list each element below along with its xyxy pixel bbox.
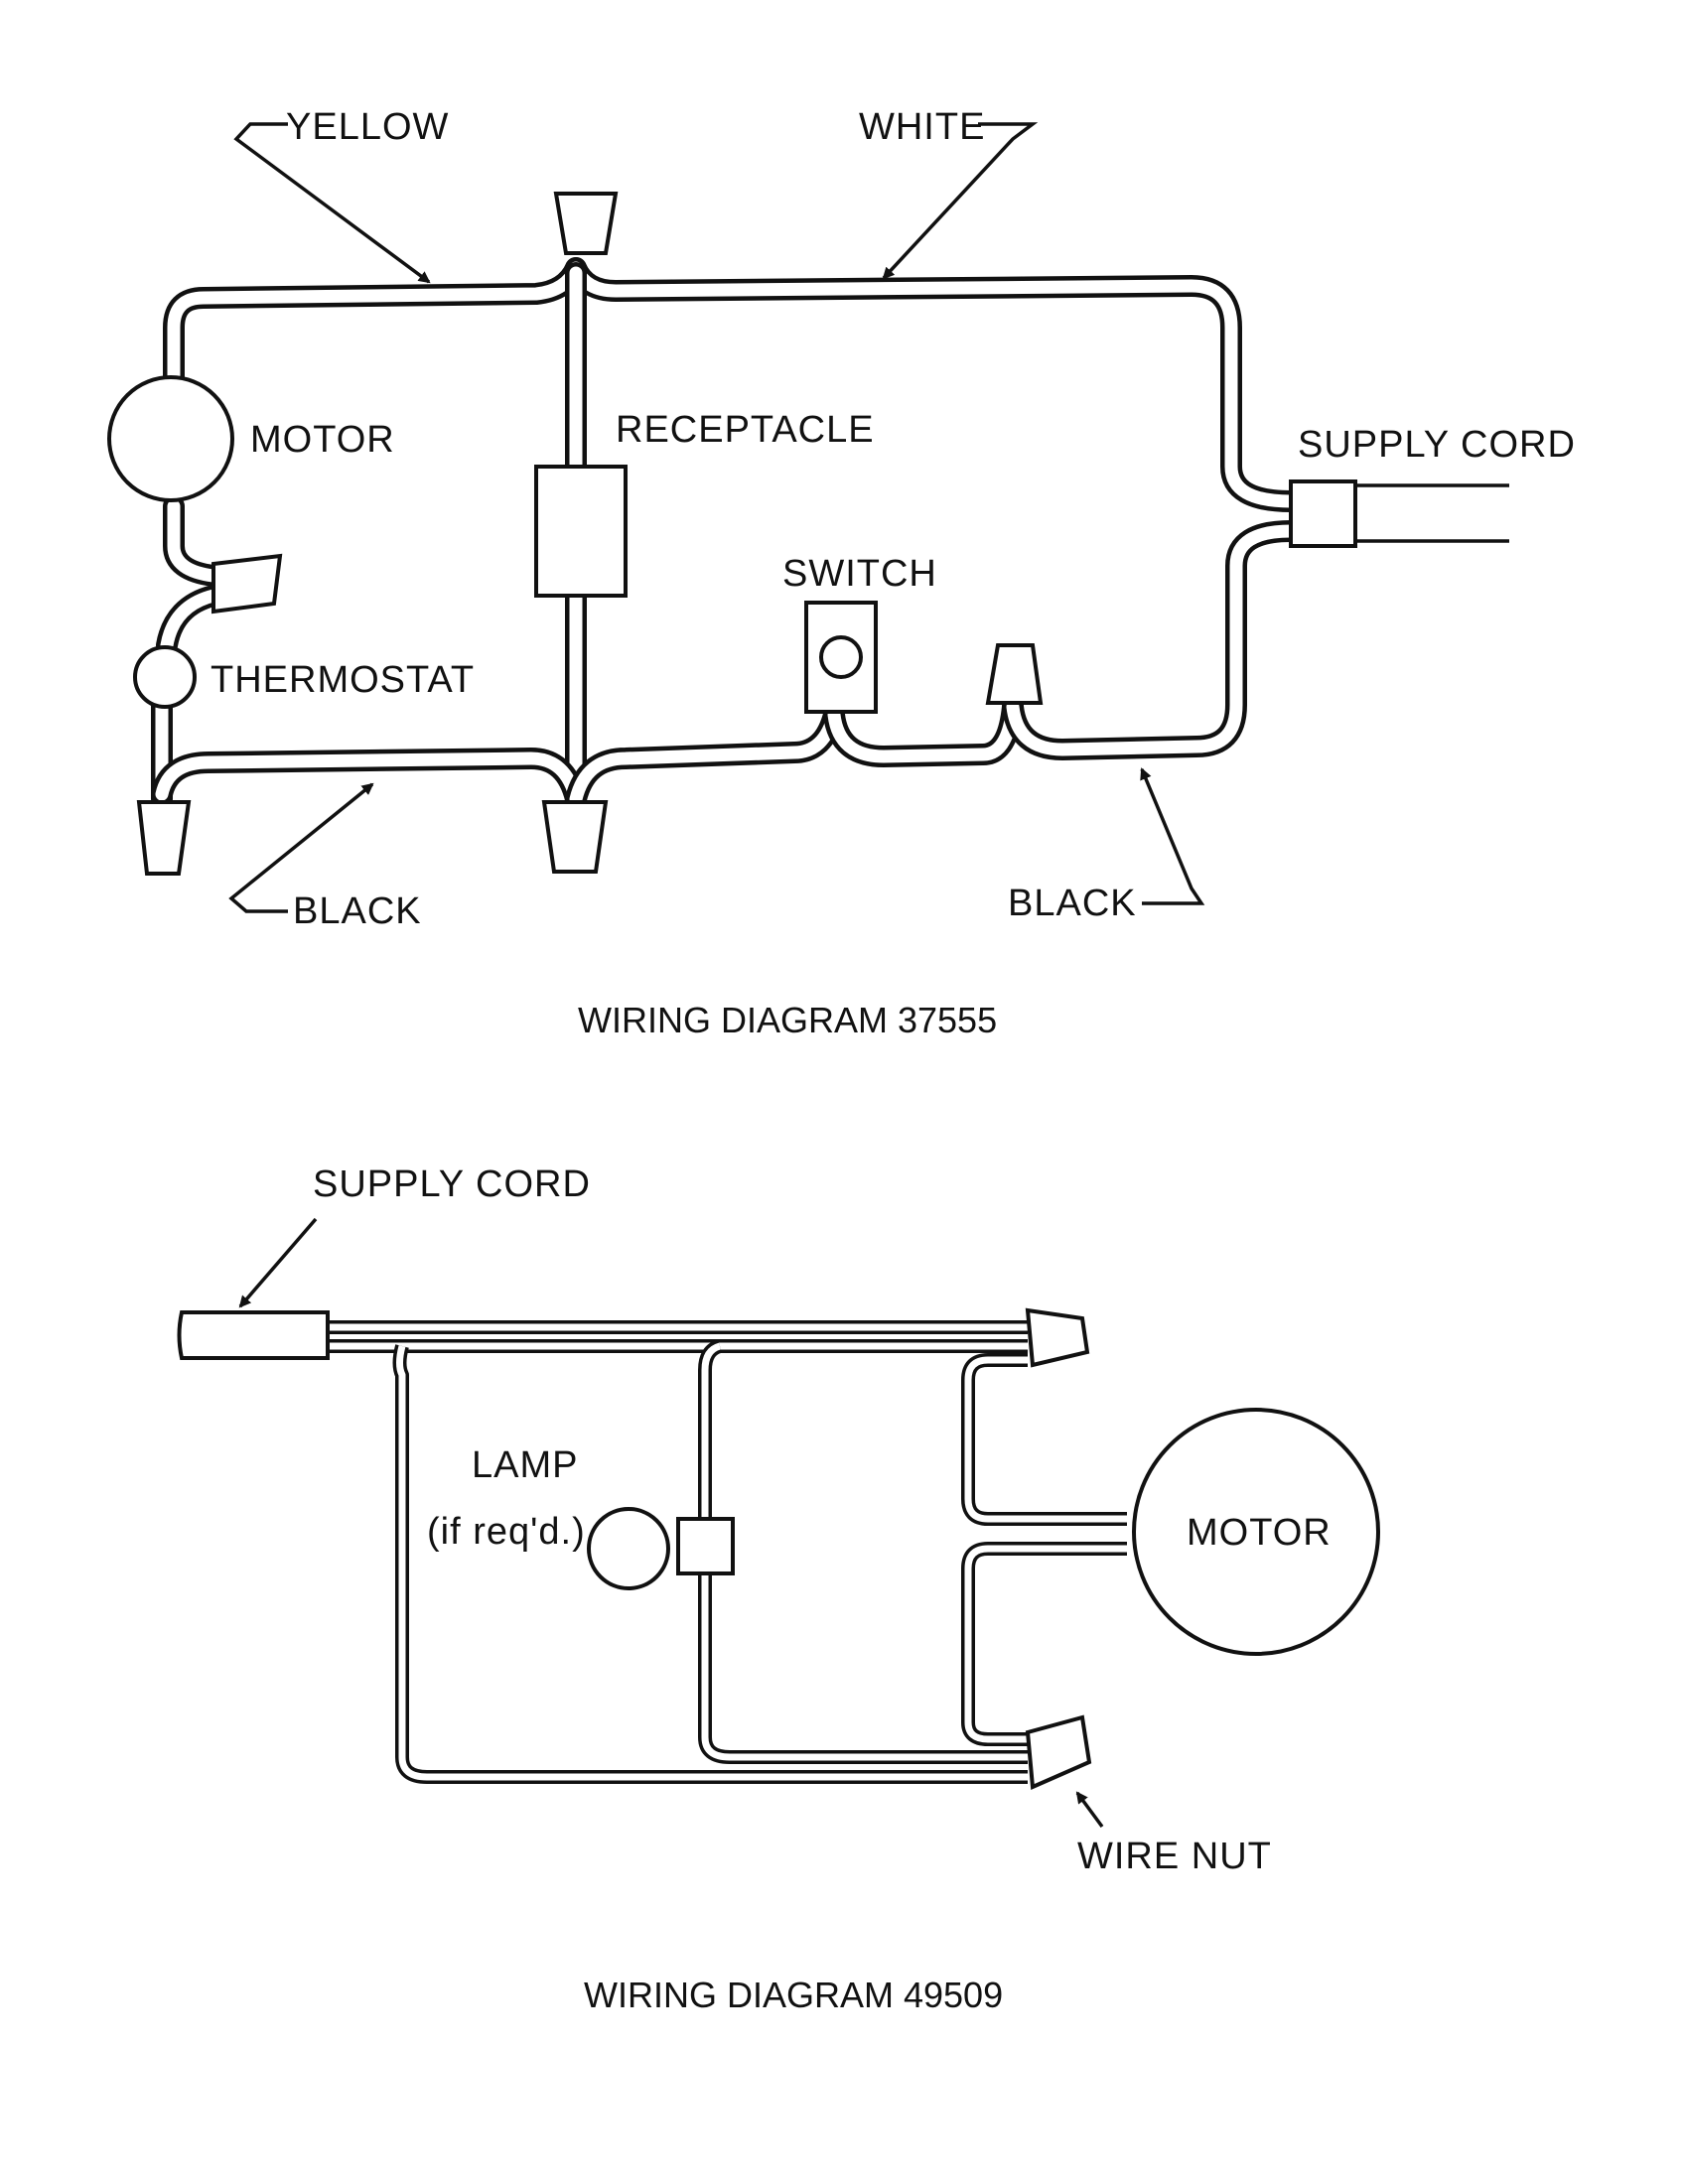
label-white: WHITE [859, 106, 985, 148]
label-thermostat: THERMOSTAT [210, 659, 475, 701]
label-supply-cord-2: SUPPLY CORD [313, 1163, 591, 1205]
motor-icon [107, 375, 234, 502]
supply-cord-leads [1355, 483, 1509, 543]
diagram1-wires [151, 257, 1302, 815]
label-black-right: BLACK [1008, 883, 1137, 924]
caption-diagram-49509: WIRING DIAGRAM 49509 [584, 1975, 1003, 2015]
wire-nut-icon [1025, 1307, 1090, 1368]
label-lamp-note: (if req'd.) [427, 1511, 586, 1553]
thermostat-icon [133, 645, 197, 709]
wire-nut-icon [541, 800, 609, 874]
wire-nut-icon [985, 643, 1044, 705]
caption-diagram-37555: WIRING DIAGRAM 37555 [578, 1000, 997, 1040]
diagram1-arrows [228, 122, 1205, 913]
label-black-left: BLACK [293, 890, 422, 932]
motor-icon [1132, 1408, 1380, 1656]
supply-cord-icon [177, 1310, 330, 1360]
diagram1-components [107, 192, 1509, 876]
label-lamp: LAMP [472, 1444, 578, 1486]
label-yellow: YELLOW [286, 106, 449, 148]
diagram2-wires [328, 1320, 1127, 1784]
switch-icon [804, 601, 878, 714]
wiring-diagram-37555: YELLOW WHITE MOTOR RECEPTACLE SUPPLY COR… [107, 106, 1576, 1040]
label-switch: SWITCH [782, 553, 937, 595]
label-supply-cord: SUPPLY CORD [1298, 424, 1576, 466]
label-motor-2: MOTOR [1187, 1512, 1332, 1554]
label-motor: MOTOR [250, 419, 395, 461]
diagram2-arrows [238, 1217, 1104, 1829]
switch-knob-icon [819, 635, 863, 679]
wire-nut-icon [211, 553, 283, 614]
wiring-diagram-49509: SUPPLY CORD LAMP (if req'd.) MOTOR WIRE … [177, 1163, 1380, 2015]
wire-nut-icon [136, 800, 192, 876]
diagram2-components [177, 1307, 1380, 1790]
lamp-socket-icon [676, 1517, 735, 1575]
wire-nut-icon [1025, 1714, 1092, 1790]
receptacle-icon [534, 465, 628, 598]
wire-nut-icon [553, 192, 619, 255]
supply-cord-icon [1289, 479, 1357, 548]
lamp-icon [587, 1507, 670, 1590]
label-receptacle: RECEPTACLE [616, 409, 875, 451]
label-wire-nut: WIRE NUT [1077, 1836, 1272, 1877]
